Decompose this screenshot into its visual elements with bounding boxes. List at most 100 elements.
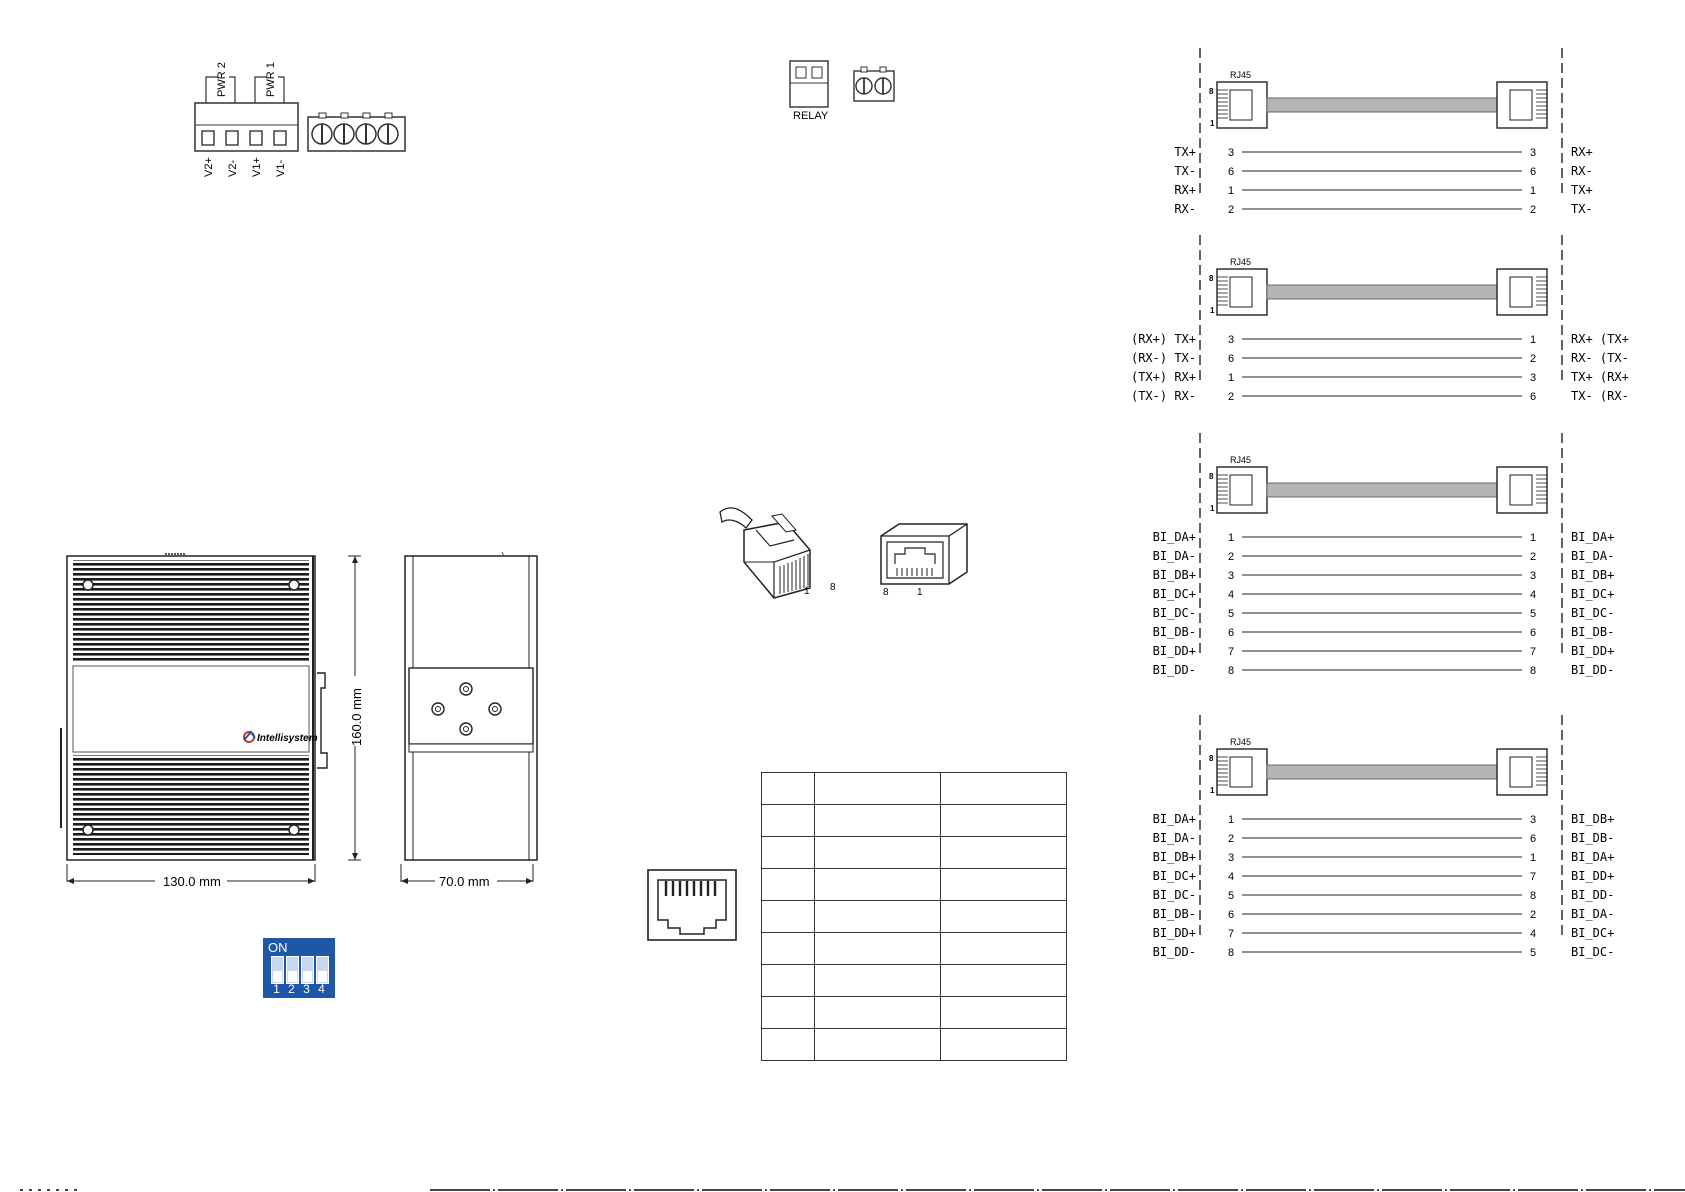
plug-latch	[1509, 276, 1533, 308]
plug-latch	[1509, 89, 1533, 121]
signal-label-right: BI_DA+	[1571, 850, 1614, 864]
pin-number-left: 7	[1228, 928, 1234, 940]
pin-number-right: 1	[1530, 185, 1536, 197]
pwr2-label: PWR 2	[216, 62, 228, 97]
signal-label-left: BI_DB+	[1153, 850, 1196, 864]
pin-number-left: 7	[1228, 646, 1234, 658]
mount-screw-icon	[459, 682, 473, 696]
pin-number-right: 6	[1530, 627, 1536, 639]
pin-bottom-label: 1	[1210, 119, 1215, 128]
table-row	[761, 932, 1067, 965]
table-row	[761, 1028, 1067, 1061]
signal-label-left: BI_DC+	[1153, 869, 1196, 883]
pin-number-left: 4	[1228, 589, 1234, 601]
dip-switch-1	[271, 956, 284, 984]
signal-label-right: BI_DB+	[1571, 812, 1614, 826]
screw-icon	[82, 579, 94, 591]
power-terminal-diagram: PWR 2 PWR 1 V2+ V2- V1+ V1-	[194, 62, 406, 177]
cable	[1266, 284, 1498, 300]
device-front-view: Intellisystem 160.0 mm 130.0 mm	[60, 553, 364, 889]
signal-label-right: RX+ (TX+)	[1571, 332, 1630, 346]
signal-label-right: BI_DD-	[1571, 888, 1614, 902]
table-row	[761, 772, 1067, 805]
signal-label-right: TX-	[1571, 202, 1593, 216]
pin-number-right: 4	[1530, 589, 1536, 601]
signal-label-right: BI_DA-	[1571, 549, 1614, 563]
pin-bottom-label: 1	[1210, 306, 1215, 315]
pin-number-right: 8	[1530, 890, 1536, 902]
signal-label-left: BI_DB-	[1153, 625, 1196, 639]
rj45-port-icon	[647, 869, 737, 941]
signal-label-left: BI_DC+	[1153, 587, 1196, 601]
pin-top-label: 8	[1209, 472, 1214, 481]
rj45-jack-icon: 8 1	[880, 523, 968, 598]
dip-number: 4	[318, 982, 325, 996]
terminal-v1minus: V1-	[275, 160, 287, 177]
pin-number-left: 3	[1228, 852, 1234, 864]
pin-number-left: 2	[1228, 204, 1234, 216]
signal-label-right: BI_DC-	[1571, 945, 1614, 959]
pin-number-right: 1	[1530, 334, 1536, 346]
signal-label-right: BI_DB-	[1571, 831, 1614, 845]
pin-number-right: 3	[1530, 570, 1536, 582]
signal-label-left: BI_DB+	[1153, 568, 1196, 582]
screw-icon	[288, 579, 300, 591]
connector-label: RJ45	[1230, 257, 1251, 267]
signal-label-left: BI_DD-	[1153, 945, 1196, 959]
pin-number-right: 2	[1530, 909, 1536, 921]
pin-assignment-table	[761, 772, 1067, 1061]
pin-number-left: 2	[1228, 833, 1234, 845]
signal-label-left: BI_DA-	[1153, 549, 1196, 563]
dip-number: 2	[288, 982, 295, 996]
signal-label-left: BI_DA-	[1153, 831, 1196, 845]
plug-latch	[1509, 474, 1533, 506]
pin-number-right: 6	[1530, 166, 1536, 178]
pin-number-left: 2	[1228, 391, 1234, 403]
pin-number-right: 8	[1530, 665, 1536, 677]
signal-label-left: BI_DD+	[1153, 644, 1196, 658]
pin-number-right: 3	[1530, 147, 1536, 159]
signal-label-right: BI_DB-	[1571, 625, 1614, 639]
relay-diagram: RELAY	[789, 60, 895, 122]
pin-number-left: 6	[1228, 909, 1234, 921]
pin-number-left: 3	[1228, 334, 1234, 346]
signal-label-left: (RX+) TX+	[1131, 332, 1196, 346]
jack-pin-label: 8	[883, 587, 889, 598]
connector-label: RJ45	[1230, 737, 1251, 747]
pin-number-right: 6	[1530, 391, 1536, 403]
signal-label-right: RX+	[1571, 145, 1593, 159]
pin-number-left: 8	[1228, 665, 1234, 677]
signal-label-right: TX- (RX-)	[1571, 389, 1630, 403]
jack-pin-label: 1	[917, 587, 923, 598]
signal-label-right: BI_DC+	[1571, 926, 1614, 940]
plug-pin-label: 1	[804, 586, 810, 597]
mount-screw-icon	[488, 702, 502, 716]
mount-screw-icon	[431, 702, 445, 716]
signal-label-left: BI_DC-	[1153, 606, 1196, 620]
plug-pin-label: 8	[830, 582, 836, 593]
plug-latch	[1509, 756, 1533, 788]
pin-number-left: 5	[1228, 608, 1234, 620]
pin-number-left: 5	[1228, 890, 1234, 902]
pin-number-right: 7	[1530, 646, 1536, 658]
pin-number-right: 1	[1530, 532, 1536, 544]
signal-label-right: BI_DA+	[1571, 530, 1614, 544]
pin-number-right: 2	[1530, 551, 1536, 563]
depth-dimension: 70.0 mm	[439, 874, 490, 889]
signal-label-left: TX-	[1174, 164, 1196, 178]
signal-label-left: RX-	[1174, 202, 1196, 216]
table-row	[761, 900, 1067, 933]
pin-number-right: 2	[1530, 353, 1536, 365]
width-dimension: 130.0 mm	[163, 874, 221, 889]
signal-label-left: (RX-) TX-	[1131, 351, 1196, 365]
connector-label: RJ45	[1230, 70, 1251, 80]
power-terminal-block	[194, 102, 299, 152]
relay-label: RELAY	[793, 110, 829, 122]
signal-label-right: BI_DD+	[1571, 644, 1614, 658]
signal-label-right: BI_DD-	[1571, 663, 1614, 677]
page-edge-marks	[20, 1189, 1685, 1191]
connector-label: RJ45	[1230, 455, 1251, 465]
plug-latch	[1229, 276, 1253, 308]
table-row	[761, 868, 1067, 901]
